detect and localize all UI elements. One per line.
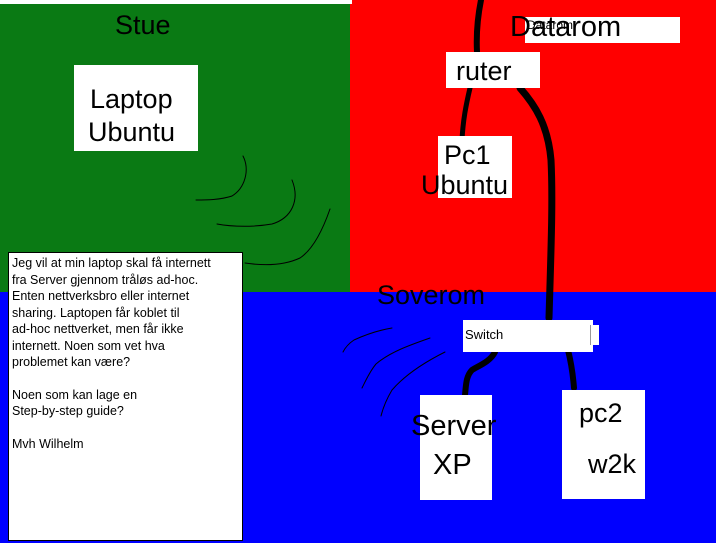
note-paragraph-2: Noen som kan lage en Step-by-step guide? bbox=[12, 387, 138, 419]
ruter-label: ruter bbox=[456, 56, 512, 86]
room-label-datarom: Datarom bbox=[510, 11, 622, 43]
switch-box bbox=[463, 320, 593, 352]
pc1-label-line2: Ubuntu bbox=[421, 170, 509, 200]
pc1-box bbox=[438, 136, 512, 198]
laptop-label-line1: Laptop bbox=[90, 84, 173, 114]
room-label-datarom-small: Datarom bbox=[527, 18, 574, 32]
room-label-stue: Stue bbox=[115, 10, 171, 40]
laptop-label-line2: Ubuntu bbox=[88, 117, 176, 147]
datarom-label-box bbox=[525, 17, 680, 43]
laptop-box bbox=[74, 65, 198, 151]
pc1-label-line1: Pc1 bbox=[444, 140, 491, 170]
server-label-line1: Server bbox=[411, 410, 497, 442]
pc2-label-line1: pc2 bbox=[579, 398, 623, 428]
note-paragraph-1: Jeg vil at min laptop skal få internett … bbox=[12, 256, 211, 369]
room-label-soverom: Soverom bbox=[377, 280, 486, 310]
switch-label: Switch bbox=[465, 327, 504, 342]
ruter-box bbox=[446, 52, 540, 88]
note-signature: Mvh Wilhelm bbox=[12, 436, 84, 451]
room-datarom bbox=[350, 0, 716, 292]
server-box bbox=[420, 395, 492, 500]
top-edge-strip bbox=[0, 0, 352, 4]
switch-port-block bbox=[590, 325, 599, 345]
pc2-label-line2: w2k bbox=[588, 449, 637, 479]
pc2-box bbox=[562, 390, 645, 499]
question-note: Jeg vil at min laptop skal få internett … bbox=[8, 252, 243, 541]
server-label-line2: XP bbox=[433, 449, 472, 481]
